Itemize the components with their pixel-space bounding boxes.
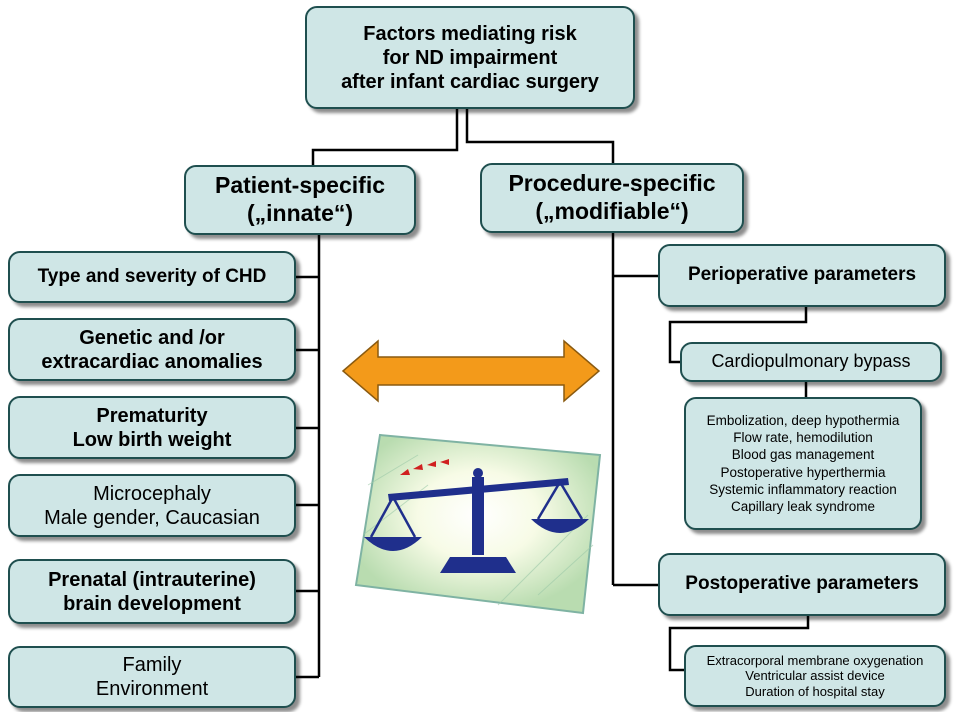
patient-factor-genetic: Genetic and /or extracardiac anomalies (8, 318, 296, 381)
patient-factor-text: extracardiac anomalies (41, 350, 263, 373)
perioperative-parameters-box: Perioperative parameters (658, 244, 946, 307)
patient-specific-subtitle: („innate“) (246, 200, 354, 226)
patient-factor-text: Low birth weight (72, 428, 232, 451)
patient-specific-box: Patient-specific („innate“) (184, 165, 416, 235)
patient-factor-text: Prenatal (intrauterine) (48, 568, 256, 591)
cardiopulmonary-bypass-box: Cardiopulmonary bypass (680, 342, 942, 382)
root-factors-box: Factors mediating risk for ND impairment… (305, 6, 635, 109)
cpb-details-box: Embolization, deep hypothermia Flow rate… (684, 397, 922, 530)
cpb-detail-item: Capillary leak syndrome (730, 499, 876, 515)
cpb-detail-item: Flow rate, hemodilution (733, 429, 873, 445)
patient-factor-microcephaly: Microcephaly Male gender, Caucasian (8, 474, 296, 537)
procedure-specific-box: Procedure-specific („modifiable“) (480, 163, 744, 233)
cpb-detail-item: Blood gas management (731, 447, 875, 463)
cpb-detail-item: Embolization, deep hypothermia (706, 412, 900, 428)
double-headed-arrow-icon (341, 339, 601, 403)
perioperative-title: Perioperative parameters (687, 264, 917, 286)
patient-factor-text: Type and severity of CHD (37, 265, 267, 287)
patient-factor-text: Microcephaly (93, 482, 211, 505)
cpb-detail-item: Systemic inflammatory reaction (709, 481, 897, 497)
postop-detail-item: Extracorporal membrane oxygenation (706, 652, 924, 668)
postoperative-title: Postoperative parameters (685, 573, 919, 595)
patient-factor-text: Family (122, 654, 182, 676)
patient-factor-text: Prematurity (96, 404, 208, 427)
patient-factor-prenatal: Prenatal (intrauterine) brain developmen… (8, 559, 296, 624)
patient-factor-family: Family Environment (8, 646, 296, 708)
postop-detail-item: Duration of hospital stay (745, 683, 885, 699)
procedure-specific-title: Procedure-specific (508, 170, 716, 197)
patient-factor-prematurity: Prematurity Low birth weight (8, 396, 296, 459)
postoperative-details-box: Extracorporal membrane oxygenation Ventr… (684, 645, 946, 707)
root-line-3: after infant cardiac surgery (341, 70, 599, 93)
root-line-2: for ND impairment (382, 46, 558, 69)
patient-factor-text: Environment (95, 678, 209, 700)
patient-factor-chd: Type and severity of CHD (8, 251, 296, 303)
balance-scale-icon (354, 433, 602, 615)
postoperative-parameters-box: Postoperative parameters (658, 553, 946, 616)
patient-factor-text: Male gender, Caucasian (44, 506, 260, 529)
procedure-specific-subtitle: („modifiable“) (535, 198, 689, 224)
postop-detail-item: Ventricular assist device (745, 668, 885, 684)
patient-factor-text: brain development (63, 592, 241, 615)
cpb-detail-item: Postoperative hyperthermia (720, 464, 886, 480)
patient-specific-title: Patient-specific (215, 172, 385, 199)
patient-factor-text: Genetic and /or (79, 326, 225, 349)
root-line-1: Factors mediating risk (363, 22, 577, 45)
cpb-title: Cardiopulmonary bypass (711, 351, 911, 372)
